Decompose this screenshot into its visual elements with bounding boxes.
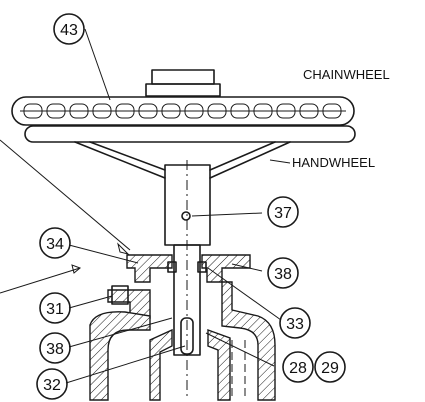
handwheel-label: HANDWHEEL	[292, 155, 375, 170]
gland-flange	[126, 254, 251, 283]
chain-link	[115, 103, 135, 119]
callout-43: 43	[53, 13, 85, 45]
chain-link	[184, 103, 204, 119]
valve-body	[89, 281, 276, 401]
callout-34: 34	[39, 227, 71, 259]
callout-38-lower: 38	[39, 332, 71, 364]
callout-29: 29	[314, 351, 346, 383]
chain-link	[46, 103, 66, 119]
chain-links	[23, 103, 342, 119]
callout-37: 37	[267, 196, 299, 228]
chain-link	[69, 103, 89, 119]
chain-link	[207, 103, 227, 119]
chainwheel	[11, 96, 355, 126]
chain-link	[230, 103, 250, 119]
top-nut	[145, 69, 221, 97]
callout-38-upper: 38	[267, 257, 299, 289]
handwheel-label-leader	[269, 159, 291, 164]
chain-link	[276, 103, 296, 119]
callout-text: 32	[43, 377, 61, 394]
spindle	[164, 160, 211, 400]
chain-link	[23, 103, 43, 119]
callout-32: 32	[36, 368, 68, 400]
callout-text: 43	[60, 22, 78, 39]
leader-lines	[0, 28, 282, 384]
handwheel	[24, 125, 356, 179]
chain-link	[138, 103, 158, 119]
callout-text: 34	[46, 236, 64, 253]
chain-link	[253, 103, 273, 119]
chain-link	[299, 103, 319, 119]
callout-28: 28	[282, 351, 314, 383]
chain-link	[322, 103, 342, 119]
callout-text: 37	[274, 205, 292, 222]
callout-text: 31	[46, 301, 64, 318]
callout-33: 33	[279, 307, 311, 339]
callout-text: 28	[289, 360, 307, 377]
callout-text: 33	[286, 316, 304, 333]
chainwheel-label: CHAINWHEEL	[303, 67, 390, 82]
callout-text: 29	[321, 360, 339, 377]
callout-text: 38	[274, 266, 292, 283]
callout-text: 38	[46, 341, 64, 358]
callout-31: 31	[39, 292, 71, 324]
chain-link	[161, 103, 181, 119]
chain-link	[92, 103, 112, 119]
